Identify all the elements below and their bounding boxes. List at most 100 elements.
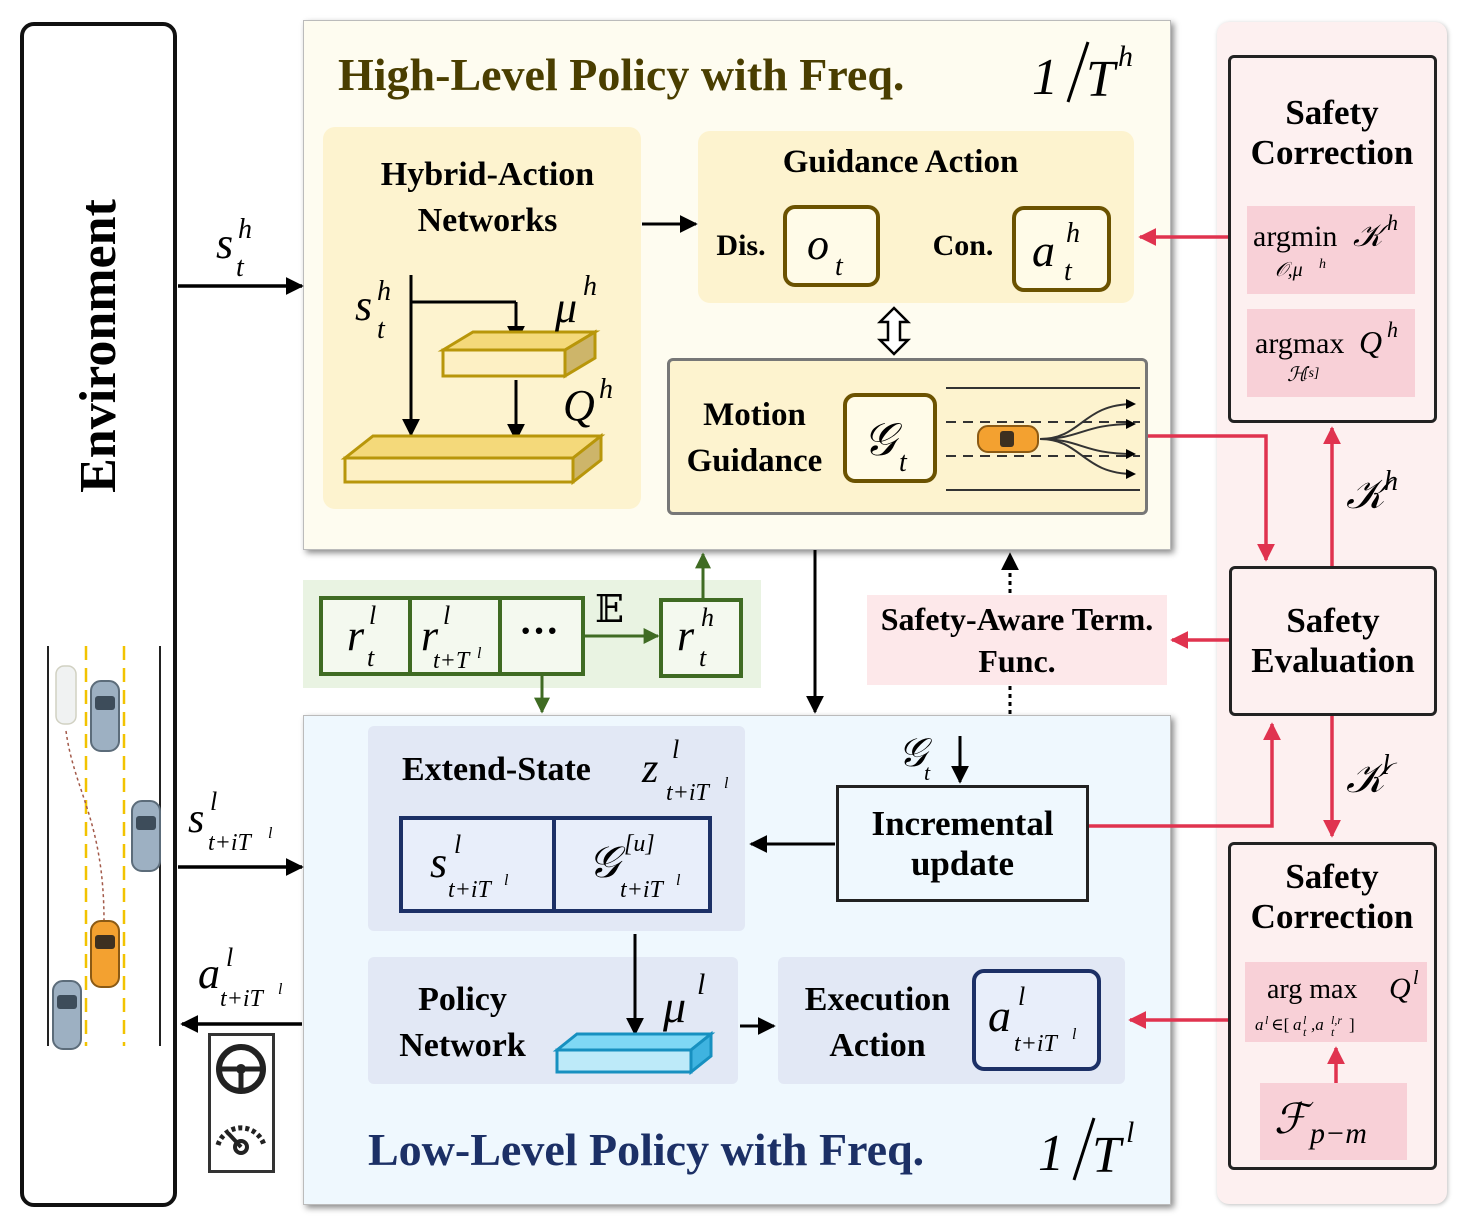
svg-text:𝒪,μ: 𝒪,μ bbox=[1275, 259, 1303, 281]
svg-text:l: l bbox=[1382, 750, 1390, 781]
high-to-low-arrow bbox=[806, 550, 824, 714]
action-low-signal: a l t+iT l bbox=[180, 943, 302, 1033]
argmax-formula: argmax Q h ℋ [s] bbox=[1255, 317, 1398, 386]
svg-text:l: l bbox=[1072, 1026, 1077, 1043]
svg-text:h: h bbox=[1387, 317, 1398, 342]
execution-action-symbol: a l t+iT l bbox=[988, 982, 1077, 1057]
svg-text:t+iT: t+iT bbox=[1014, 1031, 1059, 1057]
top-safety-correction-label: Safety Correction bbox=[1250, 93, 1414, 172]
svg-text:s: s bbox=[355, 281, 372, 330]
argmax-low-formula-box bbox=[1245, 962, 1427, 1042]
svg-text:,a: ,a bbox=[1311, 1015, 1324, 1034]
svg-text:h: h bbox=[1319, 257, 1326, 272]
continuous-action-symbol-box bbox=[1012, 206, 1111, 292]
svg-text:1: 1 bbox=[1038, 1125, 1064, 1182]
svg-text:···: ··· bbox=[519, 608, 559, 653]
svg-text:1: 1 bbox=[1032, 49, 1058, 106]
svg-text:∈[: ∈[ bbox=[1271, 1015, 1290, 1034]
svg-text:t: t bbox=[236, 252, 245, 283]
safety-evaluation-box: Safety Evaluation bbox=[1229, 566, 1437, 716]
svg-text:h: h bbox=[1066, 218, 1080, 249]
svg-text:t+iT: t+iT bbox=[208, 830, 253, 856]
svg-text:𝔼: 𝔼 bbox=[595, 589, 624, 631]
svg-text:t+iT: t+iT bbox=[620, 877, 665, 903]
svg-text:l: l bbox=[369, 601, 376, 630]
svg-text:t+iT: t+iT bbox=[448, 877, 493, 903]
argmax-formula-box bbox=[1247, 309, 1415, 397]
low-level-frequency: 1 T l bbox=[1038, 1116, 1134, 1184]
svg-text:μ: μ bbox=[554, 283, 577, 332]
svg-text:a: a bbox=[198, 949, 220, 998]
svg-text:a: a bbox=[1255, 1015, 1264, 1034]
road-scene-illustration bbox=[47, 646, 161, 1050]
svg-text:l,r: l,r bbox=[1331, 1013, 1342, 1027]
safety-aware-term-func-label: Safety-Aware Term. Func. bbox=[880, 601, 1154, 679]
svg-text:r: r bbox=[421, 611, 439, 660]
svg-text:t: t bbox=[899, 447, 908, 478]
svg-text:Q: Q bbox=[563, 381, 595, 430]
reward-sequence: r l t r l t+T l ··· 𝔼 r h t bbox=[319, 589, 743, 678]
guidance-action-label: Guidance Action bbox=[782, 143, 1019, 180]
fpm-formula: ℱ p−m bbox=[1274, 1097, 1367, 1150]
svg-text:l: l bbox=[1018, 982, 1025, 1011]
svg-text:l: l bbox=[672, 735, 679, 764]
steering-speedometer-icon bbox=[215, 1044, 267, 1155]
discrete-action-symbol: o t bbox=[807, 220, 844, 282]
svg-text:l: l bbox=[1265, 1013, 1269, 1027]
svg-text:s: s bbox=[216, 219, 233, 268]
svg-text:[u]: [u] bbox=[624, 831, 655, 857]
svg-text:t: t bbox=[1331, 1025, 1335, 1039]
svg-text:t+iT: t+iT bbox=[666, 780, 711, 806]
svg-text:o: o bbox=[807, 220, 829, 269]
svg-text:l: l bbox=[676, 872, 681, 889]
svg-text:h: h bbox=[599, 374, 613, 405]
svg-text:l: l bbox=[226, 943, 233, 972]
svg-text:s: s bbox=[430, 838, 447, 887]
svg-text:]: ] bbox=[1349, 1015, 1355, 1034]
argmax-low-formula: arg max Q l a l ∈[ a l t ,a l,r t ] bbox=[1255, 967, 1419, 1039]
fpm-formula-box bbox=[1260, 1083, 1407, 1160]
extend-state-symbol: z l t+iT l bbox=[641, 735, 729, 806]
svg-text:μ: μ bbox=[662, 981, 686, 1032]
bidirectional-arrow-icon bbox=[876, 306, 912, 356]
svg-text:l: l bbox=[268, 825, 273, 842]
svg-text:l: l bbox=[278, 981, 283, 998]
svg-text:argmax: argmax bbox=[1255, 327, 1344, 360]
svg-text:t+T: t+T bbox=[433, 648, 471, 674]
svg-text:T: T bbox=[1086, 51, 1118, 106]
svg-text:a: a bbox=[1293, 1015, 1302, 1034]
svg-text:p−m: p−m bbox=[1308, 1117, 1367, 1150]
vehicle-controls-icon-box bbox=[208, 1033, 275, 1173]
svg-text:l: l bbox=[477, 645, 482, 662]
motion-guidance-symbol: 𝒢 t bbox=[863, 414, 908, 478]
hybrid-action-networks-label: Hybrid-Action Networks bbox=[380, 155, 595, 239]
svg-text:r: r bbox=[347, 611, 365, 660]
svg-text:l: l bbox=[504, 872, 509, 889]
high-level-title: High-Level Policy with Freq. bbox=[338, 49, 905, 100]
svg-text:ℋ: ℋ bbox=[1287, 364, 1310, 386]
svg-text:l: l bbox=[724, 775, 729, 792]
svg-text:t: t bbox=[835, 251, 844, 282]
execution-action-label: Execution Action bbox=[804, 981, 951, 1064]
state-low-signal: s l t+iT l bbox=[178, 787, 304, 876]
svg-text:z: z bbox=[641, 746, 658, 792]
svg-text:t: t bbox=[377, 314, 386, 345]
svg-text:l: l bbox=[210, 787, 217, 816]
reward-arrows bbox=[534, 552, 711, 714]
motion-guidance-symbol-box bbox=[843, 393, 937, 483]
svg-text:h: h bbox=[1384, 466, 1398, 497]
svg-text:l: l bbox=[1413, 967, 1419, 989]
svg-text:l: l bbox=[443, 601, 450, 630]
svg-text:Q: Q bbox=[1359, 324, 1382, 360]
svg-text:t: t bbox=[1064, 256, 1073, 287]
state-high-signal: s h t bbox=[178, 214, 304, 295]
extend-state-vector: s l t+iT l 𝒢 [u] t+iT l bbox=[399, 816, 712, 913]
motion-guidance-label: Motion Guidance bbox=[686, 397, 823, 479]
argmin-formula: argmin 𝒦 h 𝒪,μ h bbox=[1253, 210, 1398, 281]
svg-text:a: a bbox=[1032, 225, 1055, 276]
incremental-to-state-arrow bbox=[749, 835, 835, 853]
svg-text:h: h bbox=[583, 271, 597, 302]
svg-text:h: h bbox=[1387, 210, 1398, 235]
svg-text:l: l bbox=[697, 968, 705, 1001]
